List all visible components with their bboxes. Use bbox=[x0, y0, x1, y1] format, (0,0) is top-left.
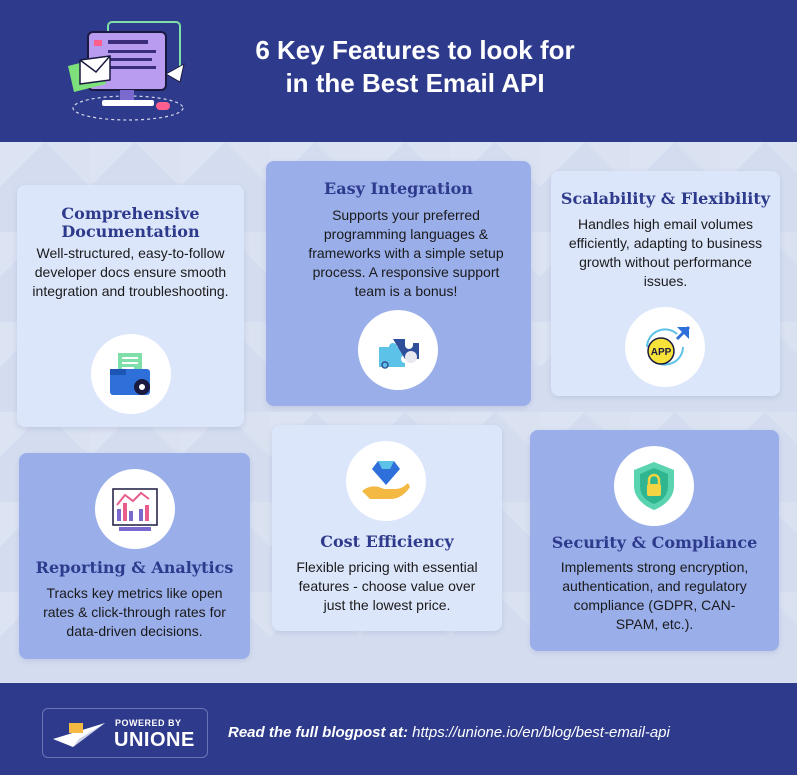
powered-by-badge[interactable]: POWERED BY UNIONE bbox=[42, 708, 208, 758]
feature-title: Comprehensive Documentation bbox=[61, 204, 200, 241]
feature-card-integration: Easy Integration Supports your preferred… bbox=[266, 161, 531, 406]
feature-description: Well-structured, easy-to-follow develope… bbox=[32, 245, 229, 299]
icon-circle: APP bbox=[625, 307, 705, 387]
brand-name: UNIONE bbox=[114, 729, 195, 751]
icon-circle bbox=[614, 446, 694, 526]
feature-description: Handles high email volumes efficiently, … bbox=[568, 216, 763, 289]
diamond-hand-icon bbox=[362, 461, 410, 499]
footer-bar: POWERED BY UNIONE Read the full blogpost… bbox=[0, 683, 797, 775]
feature-title: Cost Efficiency bbox=[320, 532, 454, 551]
shield-lock-icon bbox=[634, 462, 674, 510]
feature-description: Tracks key metrics like open rates & cli… bbox=[43, 585, 226, 639]
feature-title: Scalability & Flexibility bbox=[560, 189, 771, 208]
feature-title: Reporting & Analytics bbox=[35, 558, 234, 577]
feature-title: Easy Integration bbox=[324, 179, 473, 198]
title-line-2: in the Best Email API bbox=[285, 68, 545, 98]
paper-plane-logo-icon bbox=[53, 723, 105, 747]
page-title: 6 Key Features to look for in the Best E… bbox=[205, 34, 625, 100]
feature-card-scalability: Scalability & Flexibility Handles high e… bbox=[551, 171, 780, 396]
analytics-chart-icon bbox=[112, 488, 158, 531]
feature-description: Supports your preferred programming lang… bbox=[308, 207, 504, 299]
computer-email-illustration-icon bbox=[68, 21, 185, 121]
icon-circle bbox=[346, 441, 426, 521]
powered-by-label: POWERED BY bbox=[115, 718, 182, 728]
feature-title: Security & Compliance bbox=[551, 533, 758, 552]
app-scaling-icon: APP bbox=[646, 325, 691, 366]
icon-circle bbox=[95, 469, 175, 549]
documentation-folder-gear-icon bbox=[110, 353, 150, 395]
puzzle-integration-icon bbox=[379, 339, 419, 369]
blog-url[interactable]: https://unione.io/en/blog/best-email-api bbox=[412, 724, 670, 741]
title-line-1: 6 Key Features to look for bbox=[255, 35, 575, 65]
feature-card-cost: Cost Efficiency Flexible pricing with es… bbox=[272, 425, 502, 631]
icon-circle bbox=[91, 334, 171, 414]
app-icon-label: APP bbox=[651, 347, 672, 358]
blog-label: Read the full blogpost at: bbox=[228, 724, 408, 741]
feature-description: Flexible pricing with essential features… bbox=[296, 559, 478, 613]
feature-card-reporting: Reporting & Analytics Tracks key metrics… bbox=[19, 453, 250, 659]
icon-circle bbox=[358, 310, 438, 390]
feature-card-documentation: Comprehensive Documentation Well-structu… bbox=[17, 185, 244, 427]
feature-card-security: Security & Compliance Implements strong … bbox=[530, 430, 779, 651]
feature-description: Implements strong encryption, authentica… bbox=[560, 559, 749, 632]
blogpost-link[interactable]: Read the full blogpost at: https://union… bbox=[228, 724, 670, 741]
header-banner: 6 Key Features to look for in the Best E… bbox=[0, 0, 797, 142]
